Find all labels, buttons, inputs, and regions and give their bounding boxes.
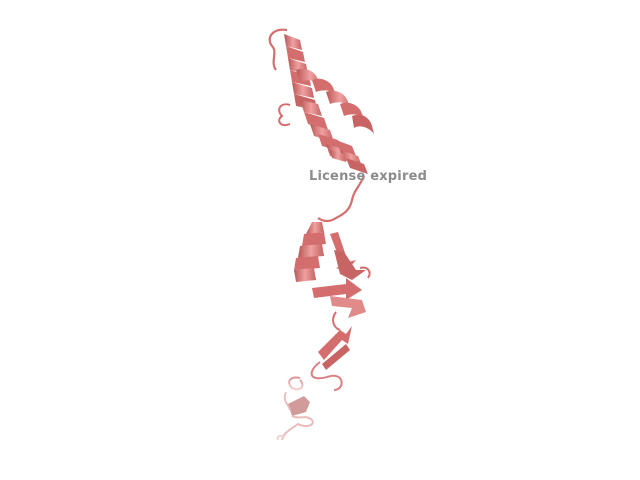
helix-4 [330,140,368,174]
linker-loop [317,175,366,223]
lower-strands [310,311,352,391]
c-terminal-tail [276,376,314,441]
n-terminal-loop [268,28,288,71]
license-expired-watermark: License expired [309,169,428,184]
beta-sheet [312,232,371,318]
helix-5 [294,222,326,282]
helix-2 [296,68,374,134]
side-loop-left [278,103,291,126]
